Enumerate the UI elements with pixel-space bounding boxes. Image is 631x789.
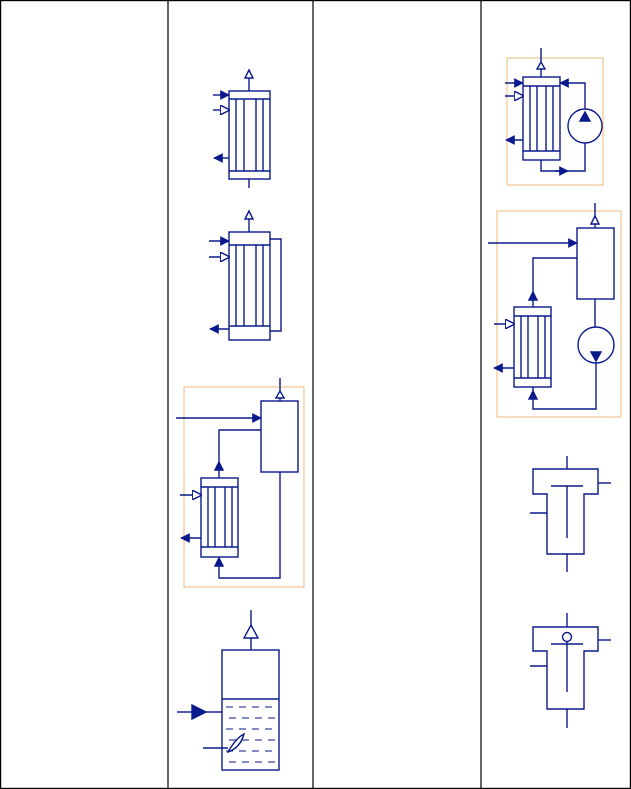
heat-exchanger-separator-group-icon xyxy=(176,378,305,588)
t-type-vessel-with-float-icon xyxy=(530,613,611,728)
separator-exchanger-pump-group-icon xyxy=(488,203,622,418)
heat-exchanger-with-bypass-icon xyxy=(209,209,282,341)
tank-with-coil-icon xyxy=(177,610,280,771)
shell-and-tube-heat-exchanger-icon xyxy=(213,68,271,188)
heat-exchanger-pump-group-icon xyxy=(505,48,604,186)
t-type-vessel-icon xyxy=(530,456,611,572)
